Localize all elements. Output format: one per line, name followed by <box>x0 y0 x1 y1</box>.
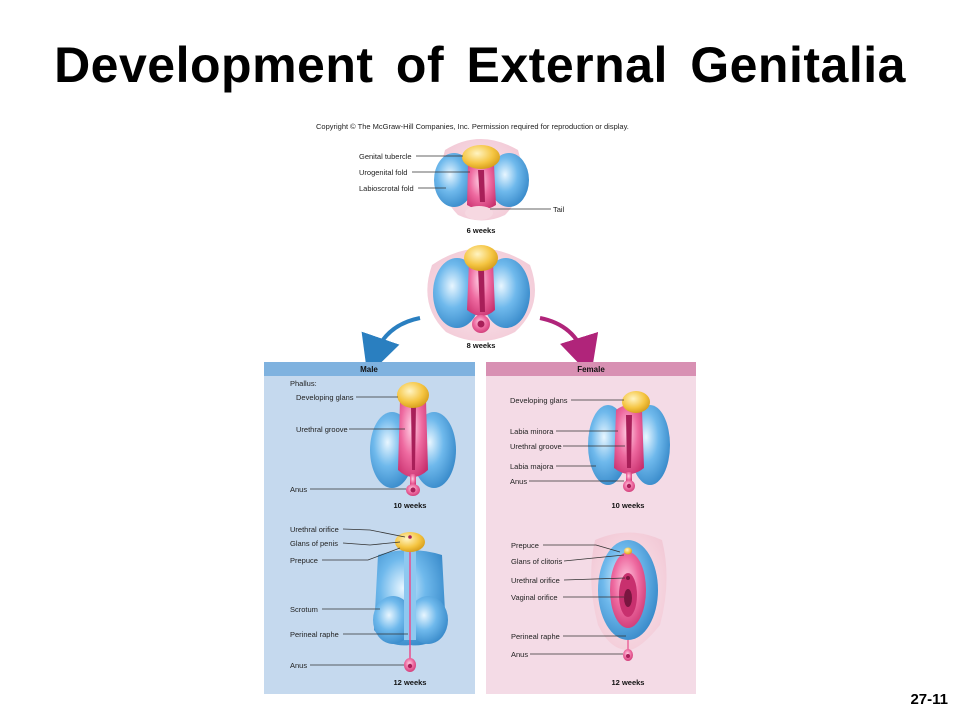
label-glans-of-penis: Glans of penis <box>290 539 338 548</box>
label-male-urethral-groove: Urethral groove <box>296 425 348 434</box>
female-header: Female <box>577 365 605 374</box>
copyright-notice: Copyright © The McGraw-Hill Companies, I… <box>316 122 629 131</box>
label-scrotum: Scrotum <box>290 605 318 614</box>
female-12-weeks-labels: Prepuce Glans of clitoris Urethral orifi… <box>511 541 644 687</box>
caption-6-weeks: 6 weeks <box>467 226 496 235</box>
female-10-weeks <box>588 391 670 492</box>
page-title: Development of External Genitalia <box>54 37 906 93</box>
female-panel: Female <box>486 362 696 694</box>
label-female-urethral-groove: Urethral groove <box>510 442 562 451</box>
caption-female-12-weeks: 12 weeks <box>612 678 645 687</box>
label-prepuce-female: Prepuce <box>511 541 539 550</box>
label-glans-of-clitoris: Glans of clitoris <box>511 557 563 566</box>
label-labioscrotal-fold: Labioscrotal fold <box>359 184 414 193</box>
label-urogenital-fold: Urogenital fold <box>359 168 407 177</box>
label-labia-minora: Labia minora <box>510 427 554 436</box>
label-perineal-raphe-male: Perineal raphe <box>290 630 339 639</box>
male-10-weeks <box>370 382 456 496</box>
stage-8-weeks: 8 weeks <box>427 245 535 350</box>
stage-6-weeks <box>434 139 529 221</box>
arrow-to-male <box>361 316 421 376</box>
label-female-anus-10: Anus <box>510 477 527 486</box>
slide-number: 27-11 <box>910 691 948 708</box>
arrow-to-female <box>539 316 599 377</box>
label-female-urethral-orifice: Urethral orifice <box>511 576 560 585</box>
male-12-weeks <box>373 532 448 672</box>
male-10-weeks-labels: Developing glans Urethral groove Anus 10… <box>290 393 426 510</box>
male-header: Male <box>360 365 378 374</box>
female-10-weeks-labels: Developing glans Labia minora Urethral g… <box>510 396 644 510</box>
label-labia-majora: Labia majora <box>510 462 554 471</box>
label-male-developing-glans: Developing glans <box>296 393 354 402</box>
label-male-anus-10: Anus <box>290 485 307 494</box>
label-tail: Tail <box>553 205 565 214</box>
caption-male-12-weeks: 12 weeks <box>394 678 427 687</box>
label-female-developing-glans: Developing glans <box>510 396 568 405</box>
caption-female-10-weeks: 10 weeks <box>612 501 645 510</box>
caption-male-10-weeks: 10 weeks <box>394 501 427 510</box>
label-prepuce-male: Prepuce <box>290 556 318 565</box>
stage-6-weeks-labels: Genital tubercle Urogenital fold Labiosc… <box>359 152 565 235</box>
label-vaginal-orifice: Vaginal orifice <box>511 593 558 602</box>
label-male-anus-12: Anus <box>290 661 307 670</box>
label-phallus: Phallus: <box>290 379 317 388</box>
caption-8-weeks: 8 weeks <box>467 341 496 350</box>
label-urethral-orifice-male: Urethral orifice <box>290 525 339 534</box>
male-12-weeks-labels: Urethral orifice Glans of penis Prepuce … <box>290 525 426 687</box>
label-perineal-raphe-female: Perineal raphe <box>511 632 560 641</box>
label-genital-tubercle: Genital tubercle <box>359 152 412 161</box>
female-12-weeks <box>591 532 667 661</box>
label-female-anus-12: Anus <box>511 650 528 659</box>
